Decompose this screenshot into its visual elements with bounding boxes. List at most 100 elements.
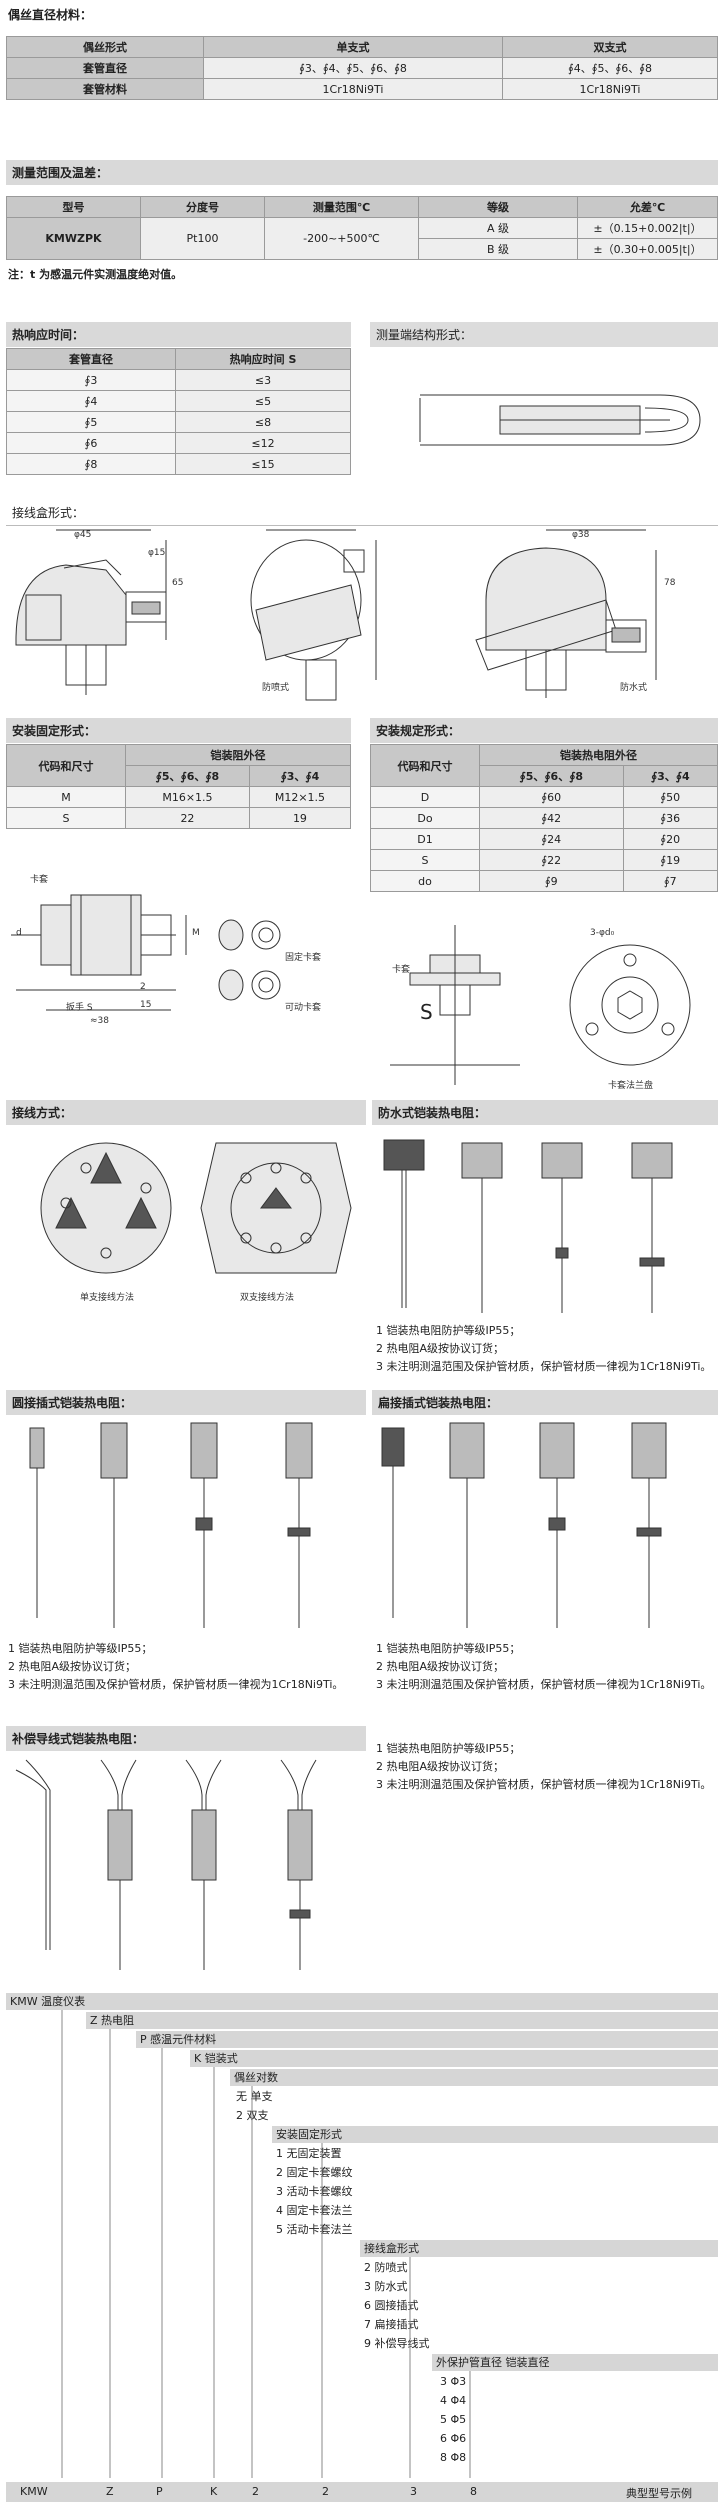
response-table: 套管直径 热响应时间 S ∮3≤3 ∮4≤5 ∮5≤8 ∮6≤12 ∮8≤15 [6,348,351,475]
td: ∮4、∮5、∮6、∮8 [502,57,718,79]
note: 3 未注明测温范围及保护管材质，保护管材质一律视为1Cr18Ni9Ti。 [376,1778,712,1791]
code-box-9: 9 补偿导线式 [364,2337,430,2350]
th: 偶丝形式 [6,36,204,58]
th: 测量范围℃ [264,196,419,218]
ex-k: K [210,2485,218,2498]
label-len: ≈38 [90,1016,109,1026]
td: D [370,786,480,808]
code-p: P 感温元件材料 [136,2031,718,2048]
td: D1 [370,828,480,850]
sec7-title: 安装规定形式： [370,718,718,743]
code-install-5: 5 活动卡套法兰 [276,2223,353,2236]
label-movable: 可动卡套 [285,1003,322,1013]
code-dia-4: 4 Φ4 [440,2394,467,2407]
code-install-3: 3 活动卡套螺纹 [276,2185,353,2198]
ex-3: 3 [410,2485,417,2498]
th: 双支式 [502,36,718,58]
sec5-title: 接线盒形式： [6,500,718,526]
td: M [6,786,126,808]
td: Do [370,807,480,829]
code-install: 安装固定形式 [272,2126,718,2143]
code-install-2: 2 固定卡套螺纹 [276,2166,353,2179]
caption-double: 双支接线方法 [240,1293,295,1303]
note: 1 铠装热电阻防护等级IP55； [376,1742,521,1755]
grade: B 级 [418,238,578,260]
flange-drawing [390,925,691,1085]
code-pairs: 偶丝对数 [230,2069,718,2086]
td: M12×1.5 [248,786,352,808]
note: 1 铠装热电阻防护等级IP55； [376,1324,521,1337]
td: ∮24 [479,828,624,850]
td: ≤3 [175,369,351,391]
ex-p: P [156,2485,163,2498]
td: 22 [125,807,250,829]
flat-plug-products [381,1422,667,1628]
label-holes: 3-φd₀ [590,928,615,938]
install-fix-table: 代码和尺寸 铠装阻外径 ∮5、∮6、∮8 ∮3、∮4 M M16×1.5 M12… [6,744,352,829]
label-ferrule: 卡套 [392,965,411,975]
note: 3 未注明测温范围及保护管材质，保护管材质一律视为1Cr18Ni9Ti。 [8,1678,344,1691]
td: 套管材料 [6,78,204,100]
th: ∮5、∮6、∮8 [125,765,250,787]
sec1-title: 偶丝直径材料： [8,8,93,22]
code-install-4: 4 固定卡套法兰 [276,2204,353,2217]
code-dia-6: 6 Φ6 [440,2432,467,2445]
sec10-title: 圆接插式铠装热电阻： [6,1390,366,1415]
td: ≤5 [175,390,351,412]
sec9-notes: 1 铠装热电阻防护等级IP55； 2 热电阻A级按协议订货； 3 未注明测温范围… [376,1322,718,1376]
label-2: 2 [140,982,146,992]
code-pairs-a: 无 单支 [236,2090,273,2103]
range: -200~+500℃ [264,217,419,260]
label-ferrule: 卡套 [30,875,49,885]
td: ∮3 [6,369,176,391]
label-s: S [420,1000,433,1024]
label-15: 15 [140,1000,152,1010]
td: 1Cr18Ni9Ti [203,78,503,100]
label-m: M [192,928,200,938]
sec2-note: 注：t 为感温元件实测温度绝对值。 [8,268,183,281]
sec8-title: 接线方式： [6,1100,366,1125]
example-row: KMW Z P K 2 2 3 8 典型型号示例 [6,2482,718,2502]
code-box: 接线盒形式 [360,2240,718,2257]
label-d: d [16,928,22,938]
tol: ±（0.15+0.002|t|） [577,217,718,239]
code-box-2: 2 防喷式 [364,2261,408,2274]
caption-spray: 防喷式 [262,683,290,693]
th: ∮5、∮6、∮8 [479,765,624,787]
grade: A 级 [418,217,578,239]
ex-8: 8 [470,2485,477,2498]
td: ∮3、∮4、∮5、∮6、∮8 [203,57,503,79]
td: do [370,870,480,892]
td: ≤8 [175,411,351,433]
th: 单支式 [203,36,503,58]
th: 铠装阻外径 [125,744,351,766]
sec3-title: 热响应时间： [6,322,351,347]
td: 1Cr18Ni9Ti [502,78,718,100]
ex-kmw: KMW [20,2485,48,2498]
td: 19 [248,807,352,829]
sec11-notes: 1 铠装热电阻防护等级IP55； 2 热电阻A级按协议订货； 3 未注明测温范围… [376,1640,718,1694]
caption-flange: 卡套法兰盘 [608,1081,654,1091]
td: ∮6 [6,432,176,454]
wire-material-table: 偶丝形式 单支式 双支式 套管直径 ∮3、∮4、∮5、∮6、∮8 ∮4、∮5、∮… [6,36,718,100]
sec12-title: 补偿导线式铠装热电阻： [6,1726,366,1751]
note: 2 热电阻A级按协议订货； [8,1660,137,1673]
td: M16×1.5 [125,786,250,808]
code-box-3: 3 防水式 [364,2280,408,2293]
code-install-1: 1 无固定装置 [276,2147,342,2160]
code-box-7: 7 扁接插式 [364,2318,419,2331]
sec2-title: 测量范围及温差： [6,160,718,185]
th: 代码和尺寸 [370,744,480,787]
sec12-notes: 1 铠装热电阻防护等级IP55； 2 热电阻A级按协议订货； 3 未注明测温范围… [376,1740,718,1794]
sec11-title: 扁接插式铠装热电阻： [372,1390,718,1415]
td: S [6,807,126,829]
dim-label: φ38 [572,530,590,540]
td: ∮5 [6,411,176,433]
install-spec-table: 代码和尺寸 铠装热电阻外径 ∮5、∮6、∮8 ∮3、∮4 D∮60∮50 Do∮… [370,744,719,892]
note: 2 热电阻A级按协议订货； [376,1760,505,1773]
ex-label: 典型型号示例 [626,2487,692,2500]
dim-label: φ45 [74,530,92,540]
dim-label: 65 [172,578,184,588]
dim-label: 78 [664,578,676,588]
